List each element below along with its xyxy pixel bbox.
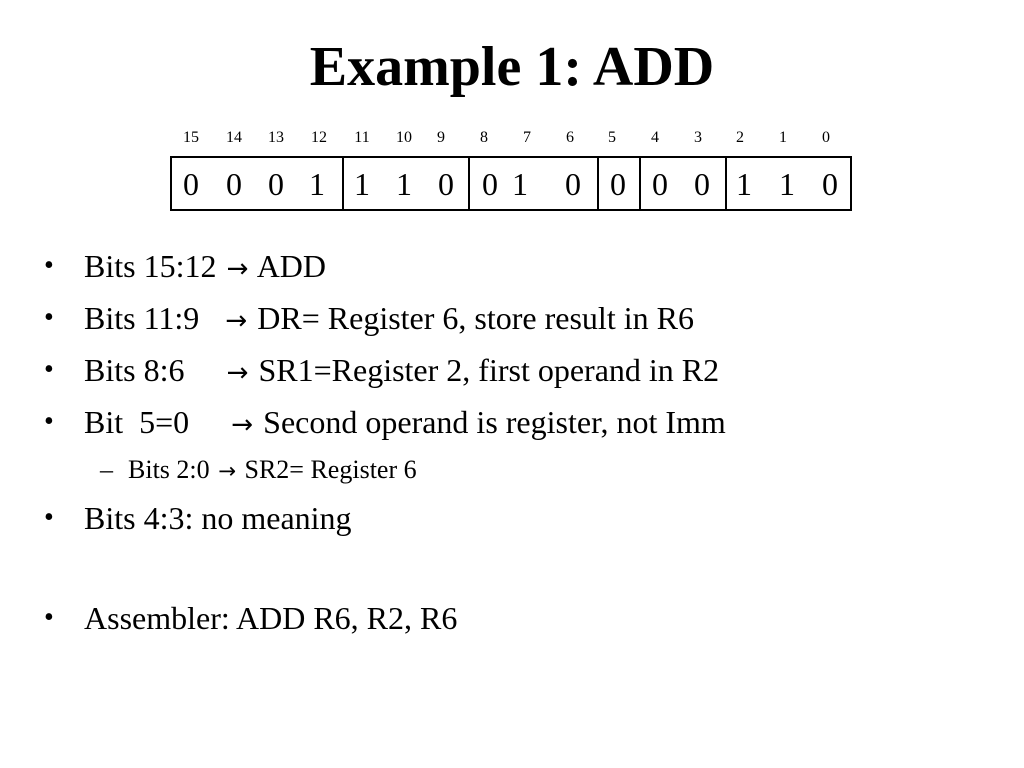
bullet-marker: • bbox=[44, 602, 54, 633]
bit-value: 0 bbox=[268, 166, 284, 202]
bullet-text: ADD bbox=[250, 248, 327, 284]
bit-value: 0 bbox=[438, 166, 454, 202]
spacer bbox=[0, 548, 1024, 596]
bit-index: 7 bbox=[523, 129, 531, 146]
bullet-item-opcode: • Bits 15:12 → ADD bbox=[0, 244, 1024, 288]
bullet-marker: • bbox=[44, 502, 54, 533]
bit-value: 0 bbox=[822, 166, 838, 202]
bullet-text: DR= Register 6, store result in R6 bbox=[249, 300, 694, 336]
bullet-text: Bits 8:6 bbox=[84, 352, 225, 388]
bit-value: 0 bbox=[482, 166, 498, 202]
right-arrow-icon: → bbox=[226, 254, 249, 284]
bit-value: 0 bbox=[183, 166, 199, 202]
bit-value: 0 bbox=[565, 166, 581, 202]
bit-index: 5 bbox=[608, 129, 616, 146]
bullet-text: Bits 11:9 bbox=[84, 300, 224, 336]
bit-index: 8 bbox=[480, 129, 488, 146]
bullet-marker: • bbox=[44, 250, 54, 281]
bit-value: 1 bbox=[309, 166, 325, 202]
bit-value: 0 bbox=[694, 166, 710, 202]
sub-bullet-marker: – bbox=[100, 455, 113, 484]
instruction-bit-box bbox=[170, 156, 852, 211]
bit-index: 13 bbox=[268, 129, 284, 146]
bullet-text: Bits 4:3: no meaning bbox=[84, 500, 352, 536]
right-arrow-icon: → bbox=[225, 306, 248, 336]
bit-index: 11 bbox=[354, 129, 370, 146]
bullet-item-bits43: • Bits 4:3: no meaning bbox=[0, 496, 1024, 540]
bit-index: 9 bbox=[437, 129, 445, 146]
bit-value: 0 bbox=[610, 166, 626, 202]
bit-index: 2 bbox=[736, 129, 744, 146]
bullet-item-assembler: • Assembler: ADD R6, R2, R6 bbox=[0, 596, 1024, 640]
field-divider bbox=[639, 158, 641, 209]
bullet-text: Bits 2:0 bbox=[128, 455, 217, 484]
bullet-marker: • bbox=[44, 406, 54, 437]
bit-index: 0 bbox=[822, 129, 830, 146]
bullet-item-dr: • Bits 11:9 → DR= Register 6, store resu… bbox=[0, 296, 1024, 340]
bit-index: 12 bbox=[311, 129, 327, 146]
bit-index-row: 15 14 13 12 11 10 9 8 7 6 5 4 3 2 1 0 bbox=[0, 128, 1024, 148]
bit-index: 1 bbox=[779, 129, 787, 146]
bit-value: 0 bbox=[652, 166, 668, 202]
bit-value-row: 0 0 0 1 1 1 0 0 1 0 0 0 0 1 1 0 bbox=[0, 164, 1024, 204]
field-divider bbox=[725, 158, 727, 209]
bullet-marker: • bbox=[44, 302, 54, 333]
sub-bullet-item-sr2: – Bits 2:0 → SR2= Register 6 bbox=[0, 452, 1024, 488]
bullet-text: Bits 15:12 bbox=[84, 248, 225, 284]
bit-index: 15 bbox=[183, 129, 199, 146]
bit-value: 1 bbox=[512, 166, 528, 202]
bullet-item-bit5: • Bit 5=0 → Second operand is register, … bbox=[0, 400, 1024, 444]
bit-index: 14 bbox=[226, 129, 242, 146]
bit-value: 1 bbox=[354, 166, 370, 202]
bullet-text: Bit 5=0 bbox=[84, 404, 230, 440]
bit-value: 1 bbox=[396, 166, 412, 202]
bit-value: 0 bbox=[226, 166, 242, 202]
bit-value: 1 bbox=[736, 166, 752, 202]
bullet-text: SR1=Register 2, first operand in R2 bbox=[250, 352, 720, 388]
bullet-text: Second operand is register, not Imm bbox=[255, 404, 726, 440]
right-arrow-icon: → bbox=[226, 358, 249, 388]
bullet-text: Assembler: ADD R6, R2, R6 bbox=[84, 600, 458, 636]
right-arrow-icon: → bbox=[218, 459, 236, 484]
slide-title: Example 1: ADD bbox=[309, 36, 715, 98]
field-divider bbox=[597, 158, 599, 209]
bullet-item-sr1: • Bits 8:6 → SR1=Register 2, first opera… bbox=[0, 348, 1024, 392]
bullet-marker: • bbox=[44, 354, 54, 385]
field-divider bbox=[468, 158, 470, 209]
field-divider bbox=[342, 158, 344, 209]
bullet-text: SR2= Register 6 bbox=[238, 455, 417, 484]
bit-index: 4 bbox=[651, 129, 659, 146]
bullet-list: • Bits 15:12 → ADD • Bits 11:9 → DR= Reg… bbox=[0, 244, 1024, 648]
bit-index: 10 bbox=[396, 129, 412, 146]
bit-index: 6 bbox=[566, 129, 574, 146]
right-arrow-icon: → bbox=[231, 410, 254, 440]
bit-index: 3 bbox=[694, 129, 702, 146]
bit-value: 1 bbox=[779, 166, 795, 202]
